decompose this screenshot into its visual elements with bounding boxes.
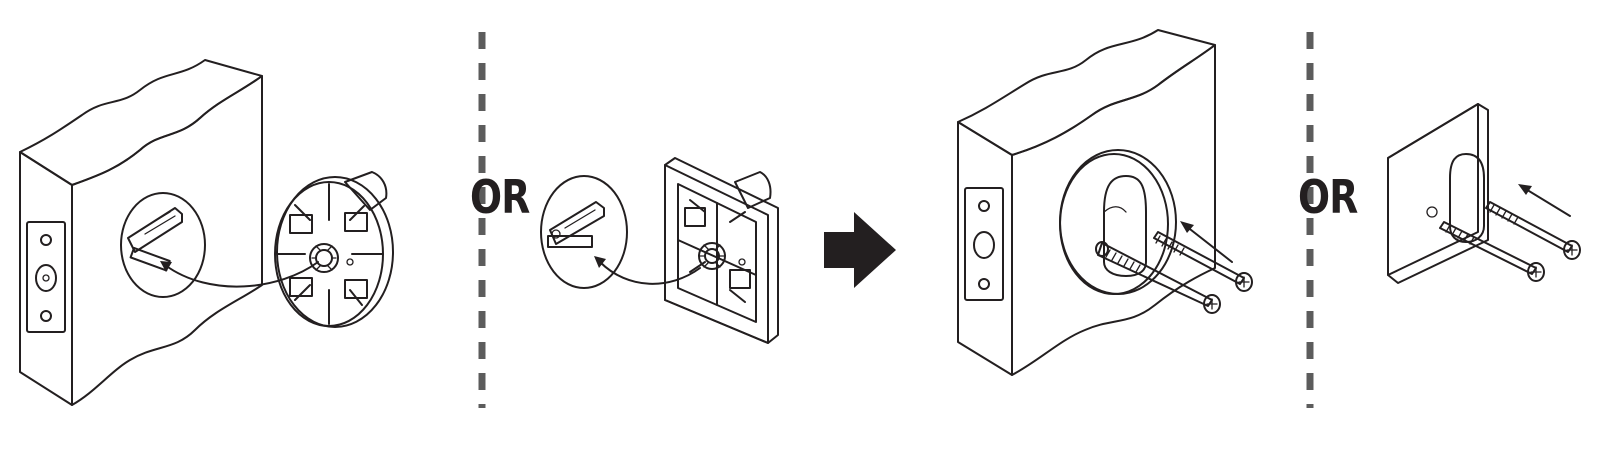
or-separator-label: OR: [1298, 170, 1358, 224]
door-face: [71, 75, 263, 406]
mounting-screw-icon: [1095, 241, 1221, 314]
door-panel-2: [957, 29, 1216, 376]
round-adapter-plate: [274, 171, 394, 328]
door-top: [957, 29, 1216, 156]
bore-hole: [120, 192, 206, 298]
round-plate-installed: [1059, 149, 1253, 314]
mounting-screw-icon: [1439, 221, 1545, 282]
door-face: [1011, 44, 1216, 376]
latch-bolt: [35, 264, 57, 292]
latch-bolt-center: [42, 274, 50, 282]
latch-screw-top: [40, 234, 52, 246]
direction-arrow-icon: [1185, 225, 1233, 263]
mounting-screw-icon: [1153, 231, 1253, 292]
square-adapter-plate: [664, 157, 779, 344]
door-top: [19, 59, 263, 186]
square-plate-installed: [1387, 103, 1581, 284]
mounting-screw-icon: [1485, 201, 1581, 260]
direction-arrow-icon: [1523, 187, 1571, 217]
curved-arrow-1: [164, 261, 319, 288]
door-panel-1: [19, 59, 319, 406]
curved-arrow-2: [599, 261, 701, 285]
latch-detail-circle: [540, 175, 701, 289]
or-separator-label: OR: [470, 170, 530, 224]
latch-screw-bottom: [40, 310, 52, 322]
latch-mechanism: [127, 207, 183, 253]
latch-faceplate: [964, 187, 1004, 301]
step-arrow-icon: [824, 212, 896, 288]
latch-faceplate: [26, 221, 66, 333]
